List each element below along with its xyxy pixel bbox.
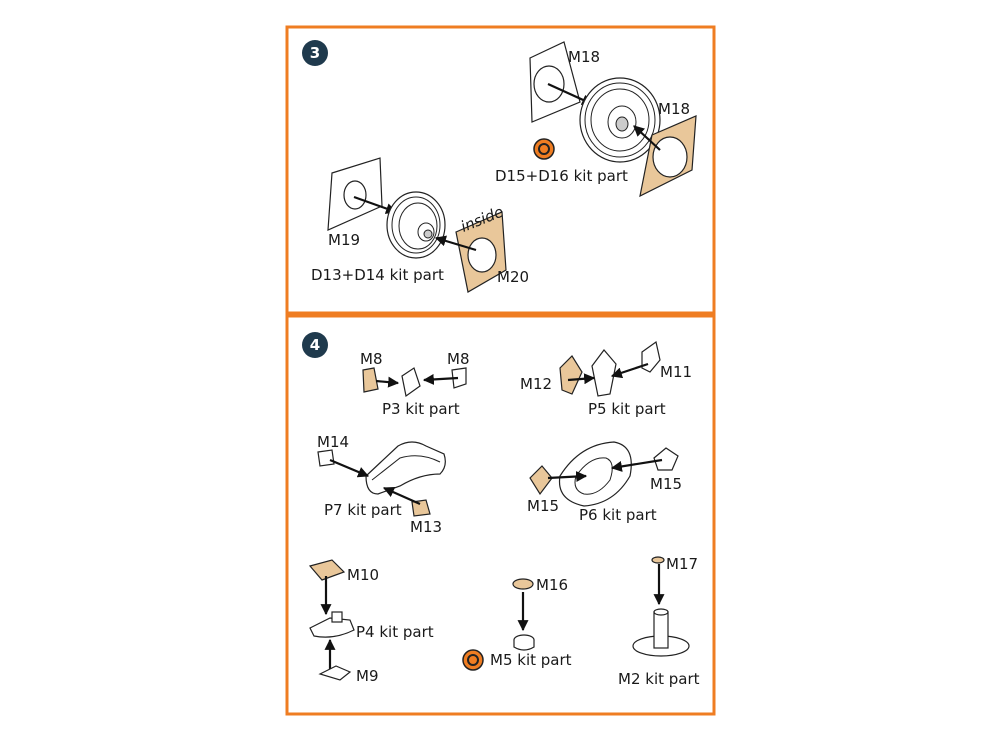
arrow-m19 xyxy=(353,195,398,214)
label-m19: M19 xyxy=(328,231,360,249)
label-p5: P5 kit part xyxy=(588,400,666,418)
step-4-panel: 4 M8 M8 P3 kit part M12 M11 P5 kit part … xyxy=(285,314,716,716)
warning-icon-upper xyxy=(533,138,555,160)
m12-part xyxy=(559,355,583,395)
p5-part xyxy=(591,349,617,397)
m11-part xyxy=(641,340,661,373)
m8-left-part xyxy=(362,367,379,393)
m15-right-part xyxy=(653,447,679,471)
m5-part xyxy=(513,634,535,651)
label-m18-mask: M18 xyxy=(568,48,600,66)
arrow-m8-left xyxy=(375,376,400,388)
arrow-m15-right xyxy=(610,458,663,472)
arrow-m8-right xyxy=(422,373,459,385)
label-m9: M9 xyxy=(356,667,379,685)
label-m2: M2 kit part xyxy=(618,670,700,688)
arrow-m14 xyxy=(329,458,370,478)
arrow-m13 xyxy=(382,486,421,506)
step-3-panel: 3 M18 M18 D15+D16 kit part xyxy=(285,25,716,315)
m15-left-part xyxy=(529,465,553,496)
label-p7: P7 kit part xyxy=(324,501,402,519)
label-m20: M20 xyxy=(497,268,529,286)
label-m8-left: M8 xyxy=(360,350,383,368)
warning-icon-lower xyxy=(462,649,484,671)
label-m8-right: M8 xyxy=(447,350,470,368)
p3-part xyxy=(401,367,421,398)
label-m18-photoetch: M18 xyxy=(658,100,690,118)
m18-photoetch-hub xyxy=(639,115,697,198)
label-m5: M5 kit part xyxy=(490,651,572,669)
step-3-frame xyxy=(285,25,716,315)
m9-part xyxy=(318,665,352,681)
label-m16: M16 xyxy=(536,576,568,594)
label-d15-d16: D15+D16 kit part xyxy=(495,167,628,185)
step-4-badge: 4 xyxy=(302,332,328,358)
step-4-number: 4 xyxy=(310,336,320,354)
label-d13-d14: D13+D14 kit part xyxy=(311,266,444,284)
main-wheel-lower xyxy=(386,191,446,259)
step-3-badge: 3 xyxy=(302,40,328,66)
arrow-m20 xyxy=(434,235,477,252)
step-4-badge-circle xyxy=(302,332,328,358)
label-m13: M13 xyxy=(410,518,442,536)
label-m15-right: M15 xyxy=(650,475,682,493)
m2-part xyxy=(632,608,690,657)
label-m15-left: M15 xyxy=(527,497,559,515)
m14-part xyxy=(317,449,335,467)
label-m14: M14 xyxy=(317,433,349,451)
p4-part xyxy=(309,617,355,638)
label-p6: P6 kit part xyxy=(579,506,657,524)
m17-part xyxy=(651,556,665,564)
m20-photoetch-hub xyxy=(455,211,507,293)
label-m17: M17 xyxy=(666,555,698,573)
p6-inner xyxy=(574,457,613,495)
m16-part xyxy=(512,578,534,590)
p7-part xyxy=(365,441,446,495)
m10-part xyxy=(308,559,346,581)
step-3-badge-circle xyxy=(302,40,328,66)
label-p3: P3 kit part xyxy=(382,400,460,418)
arrow-m15-left xyxy=(547,471,588,483)
m18-mask-sheet xyxy=(529,41,581,123)
arrow-m11 xyxy=(610,362,649,379)
arrow-m12 xyxy=(567,373,596,385)
label-m12: M12 xyxy=(520,375,552,393)
m8-right-part xyxy=(451,367,467,389)
step-4-frame xyxy=(285,314,716,716)
label-m10: M10 xyxy=(347,566,379,584)
p4-tab xyxy=(331,611,343,623)
step-3-number: 3 xyxy=(310,44,320,62)
main-wheel-upper xyxy=(579,77,661,163)
label-p4: P4 kit part xyxy=(356,623,434,641)
m19-mask-sheet xyxy=(327,157,383,231)
label-m11: M11 xyxy=(660,363,692,381)
arrow-m18-photoetch xyxy=(633,125,661,151)
m13-part xyxy=(411,499,431,517)
